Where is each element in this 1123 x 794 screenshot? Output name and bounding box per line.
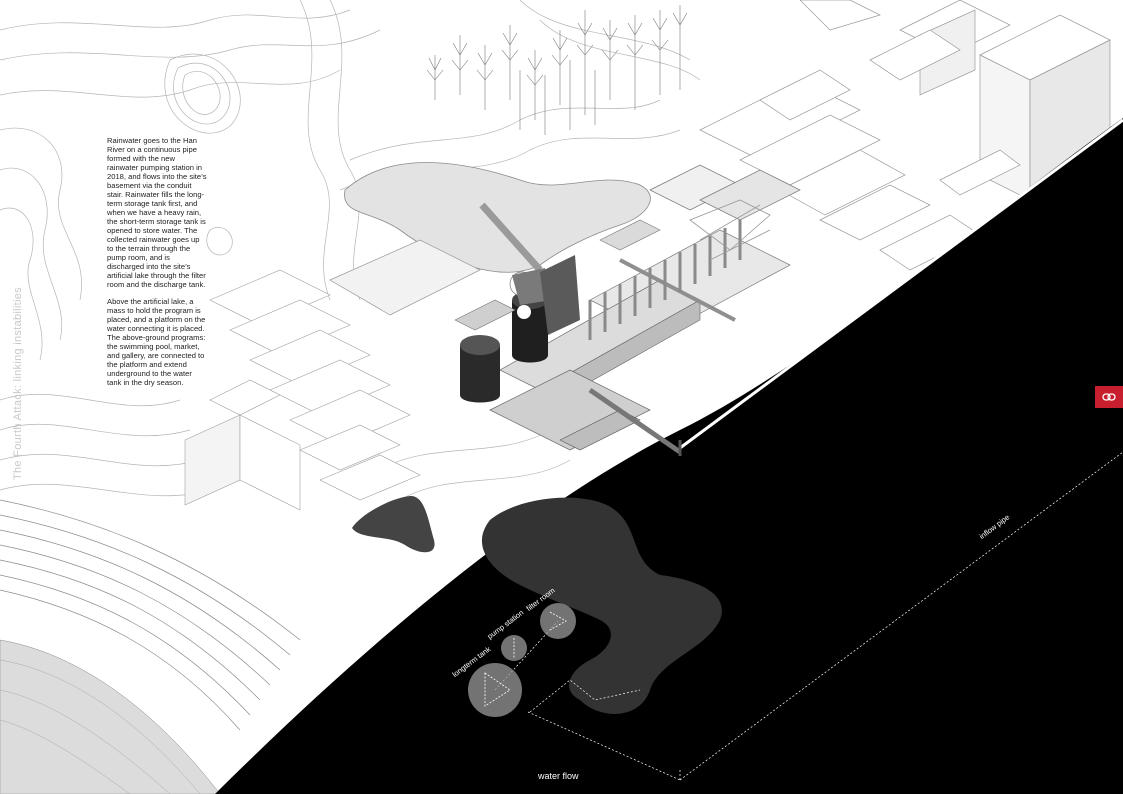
water-tank — [481, 497, 722, 714]
tree-grove — [426, 5, 688, 135]
filter-room-circle — [540, 603, 576, 639]
section-edge — [679, 118, 1123, 450]
riverside-roads — [0, 499, 301, 731]
link-icon — [1102, 393, 1116, 401]
river-water — [0, 639, 221, 794]
description-text: Rainwater goes to the Han River on a con… — [107, 136, 207, 395]
description-paragraph-1: Rainwater goes to the Han River on a con… — [107, 136, 207, 289]
building-complex — [454, 164, 801, 456]
pond — [352, 495, 435, 553]
city-blocks-west — [184, 269, 421, 511]
description-paragraph-2: Above the artificial lake, a mass to hol… — [107, 297, 206, 387]
pump-station-circle — [501, 635, 527, 661]
underground-section — [215, 118, 1123, 794]
vertical-title: The Fourth Attack: linking instabilities — [12, 287, 24, 480]
label-water-flow: water flow — [538, 771, 579, 781]
side-tab-button[interactable] — [1095, 386, 1123, 408]
longterm-tank-circle — [468, 663, 522, 717]
